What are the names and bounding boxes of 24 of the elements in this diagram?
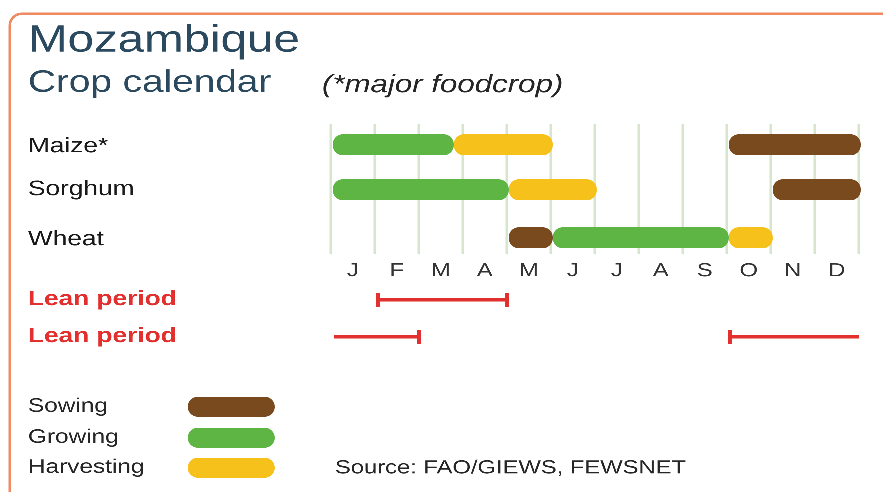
lean-period-label: Lean period xyxy=(30,290,176,310)
month-label: N xyxy=(786,263,800,277)
month-label: M xyxy=(433,263,449,277)
month-label: O xyxy=(740,263,758,277)
month-label: J xyxy=(567,263,578,277)
subtitle: Crop calendar xyxy=(30,70,271,98)
month-label: M xyxy=(521,263,537,277)
row-label: Wheat xyxy=(28,230,104,246)
source-note: Source: FAO/GIEWS, FEWSNET xyxy=(336,460,686,476)
note: (*major foodcrop) xyxy=(324,74,562,98)
row-label: Maize* xyxy=(30,137,108,153)
legend-label: Sowing xyxy=(29,398,107,416)
month-label: S xyxy=(698,263,712,277)
row-label: Sorghum xyxy=(29,180,133,200)
legend-label: Growing xyxy=(29,428,118,448)
month-label: F xyxy=(392,263,404,277)
month-label: A xyxy=(477,263,493,277)
title: Mozambique xyxy=(32,24,298,60)
month-label: A xyxy=(653,263,669,277)
month-label: D xyxy=(830,263,844,277)
month-label: J xyxy=(611,263,622,277)
month-label: J xyxy=(347,263,358,277)
lean-period-label: Lean period xyxy=(30,327,176,347)
legend-label: Harvesting xyxy=(30,458,144,478)
